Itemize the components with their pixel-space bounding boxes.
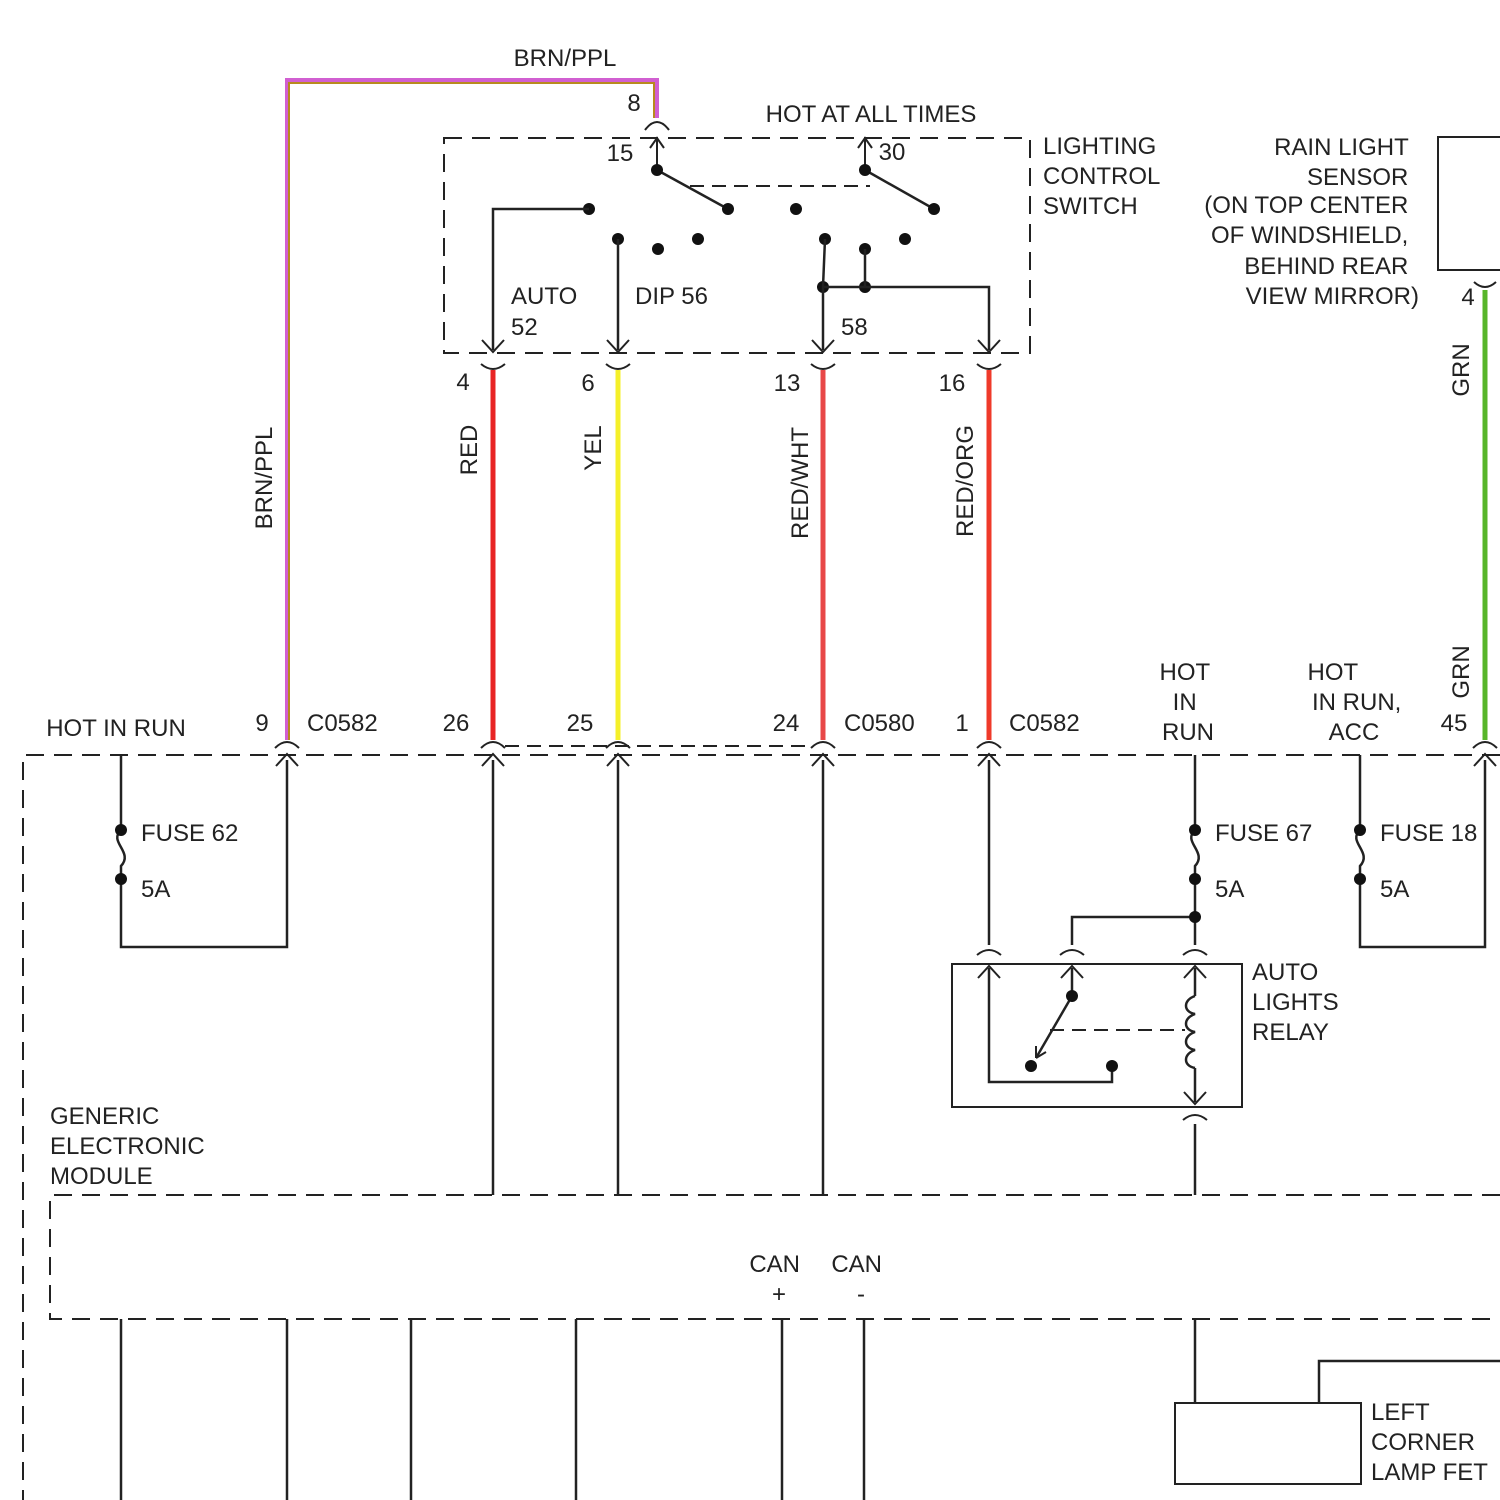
- pin-24: 24: [773, 710, 800, 737]
- connector-c0580: C0580: [844, 710, 915, 737]
- fuse-67: [1072, 755, 1201, 945]
- auto-lights-relay: [952, 950, 1242, 1120]
- wire-brn-ppl[interactable]: [287, 80, 657, 740]
- label-brn-ppl-side: BRN/PPL: [251, 427, 278, 530]
- module-name: GENERIC ELECTRONIC MODULE: [50, 1103, 211, 1190]
- hot-in-run-right: HOT IN RUN: [1160, 659, 1217, 746]
- rain-light-sensor-name: RAIN LIGHT SENSOR (ON TOP CENTER OF WIND…: [1204, 134, 1419, 310]
- generic-electronic-module-boundary: [23, 755, 1500, 1500]
- switch-dip-56: DIP 56: [635, 283, 708, 310]
- pin-1: 1: [955, 710, 968, 737]
- hot-in-run-acc: HOT IN RUN, ACC: [1308, 659, 1408, 746]
- switch-auto-label: AUTO: [511, 283, 577, 310]
- can-minus-label: CAN -: [831, 1251, 888, 1308]
- pin-8: 8: [627, 90, 640, 117]
- switch-name: LIGHTING CONTROL SWITCH: [1043, 133, 1166, 220]
- can-plus-label: CAN +: [749, 1251, 806, 1308]
- fuse-62: [115, 755, 287, 947]
- pin-4: 4: [456, 369, 469, 396]
- relay-name: AUTO LIGHTS RELAY: [1252, 959, 1345, 1046]
- switch-auto-52: 52: [511, 314, 538, 341]
- pin-13: 13: [774, 370, 801, 397]
- pin-30: 30: [879, 139, 906, 166]
- label-grn-bottom: GRN: [1448, 645, 1475, 698]
- label-yel: YEL: [580, 425, 607, 470]
- sensor-pin-4: 4: [1461, 284, 1474, 311]
- pin-16: 16: [939, 370, 966, 397]
- hot-at-all-times-label: HOT AT ALL TIMES: [766, 101, 977, 128]
- pin-6: 6: [581, 370, 594, 397]
- fuse-62-label: FUSE 62: [141, 820, 238, 847]
- label-red-wht: RED/WHT: [787, 427, 814, 539]
- pin-9: 9: [255, 710, 268, 737]
- fet-name: LEFT CORNER LAMP FET: [1371, 1399, 1488, 1486]
- fuse-18: [1354, 755, 1485, 947]
- rain-light-sensor-box: [1438, 137, 1500, 270]
- pin-25: 25: [567, 710, 594, 737]
- fuse-67-label: FUSE 67: [1215, 820, 1312, 847]
- switch-pos-58: 58: [841, 314, 868, 341]
- connector-c0582-b: C0582: [1009, 710, 1080, 737]
- fuse-62-rating: 5A: [141, 876, 170, 903]
- fuse-18-rating: 5A: [1380, 876, 1409, 903]
- pin-15: 15: [607, 140, 634, 167]
- hot-in-run-left: HOT IN RUN: [46, 715, 186, 742]
- connector-pin-8: [645, 122, 669, 130]
- pin-26: 26: [443, 710, 470, 737]
- label-brn-ppl-top: BRN/PPL: [514, 45, 617, 72]
- label-grn-top: GRN: [1448, 343, 1475, 396]
- fuse-67-rating: 5A: [1215, 876, 1244, 903]
- label-red-org: RED/ORG: [952, 425, 979, 537]
- label-red: RED: [456, 425, 483, 476]
- connector-c0582-a: C0582: [307, 710, 378, 737]
- pin-45: 45: [1441, 710, 1468, 737]
- fuse-18-label: FUSE 18: [1380, 820, 1477, 847]
